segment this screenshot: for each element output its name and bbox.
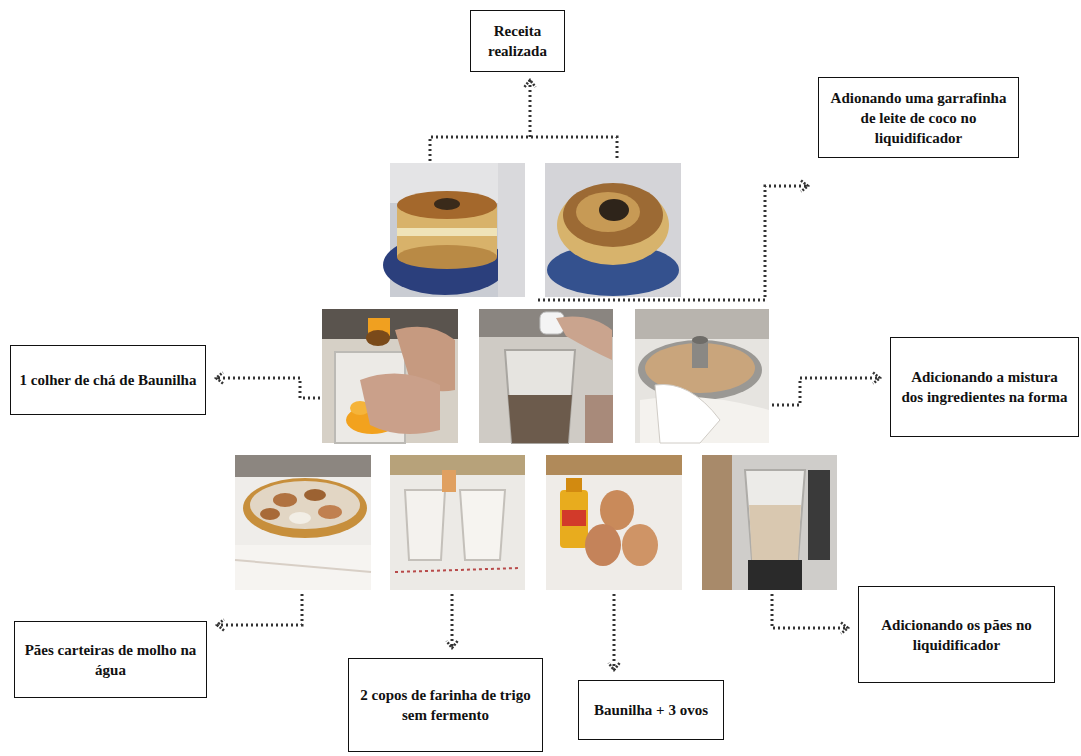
leader-arrow bbox=[772, 594, 848, 628]
flour-photo-shape bbox=[442, 470, 456, 492]
flour-photo-shape bbox=[390, 455, 525, 590]
box-label: Adionando uma garrafinha de leite de coc… bbox=[827, 88, 1010, 148]
eggs-photo-shape bbox=[562, 510, 586, 526]
bread-photo-shape bbox=[243, 478, 367, 538]
cake-photo-shape bbox=[434, 198, 460, 210]
eggs-photo-shape bbox=[566, 478, 582, 492]
flour-photo-shape bbox=[395, 568, 520, 572]
eggs-photo-shape bbox=[600, 490, 634, 530]
flour-photo-shape bbox=[405, 490, 445, 560]
blender-photo-shape bbox=[749, 505, 801, 560]
leader-arrow bbox=[529, 80, 532, 137]
leader-arrow bbox=[217, 594, 302, 625]
leader-arrow bbox=[772, 378, 880, 405]
cake-photo-shape bbox=[397, 228, 497, 236]
pan-photo-shape bbox=[692, 336, 708, 344]
eggs-photo-shape bbox=[546, 455, 682, 475]
box-label: Pães carteiras de molho na água bbox=[23, 640, 198, 680]
bread-photo-shape bbox=[304, 489, 326, 501]
box-label: 2 copos de farinha de trigo sem fermento bbox=[357, 685, 534, 725]
vanilla-photo-shape bbox=[322, 309, 458, 443]
cake-photo bbox=[383, 163, 525, 297]
eggs-photo-shape bbox=[622, 524, 658, 566]
bread-photo-shape bbox=[318, 505, 342, 519]
eggs-photo-shape bbox=[546, 455, 682, 590]
cake-photo-shape bbox=[563, 183, 663, 247]
blender-photo-shape bbox=[505, 350, 575, 443]
blender-photo-shape bbox=[745, 470, 805, 560]
cake-photo-shape bbox=[545, 163, 681, 297]
cake-photo-shape bbox=[397, 245, 497, 269]
cake-photo-shape bbox=[599, 199, 629, 221]
pan-photo-shape bbox=[635, 309, 769, 339]
box-label: Adicionando os pães no liquidificador bbox=[867, 615, 1046, 655]
cake-photo-shape bbox=[498, 163, 525, 297]
bread-photo-shape bbox=[273, 493, 297, 507]
vanilla-photo-shape bbox=[360, 374, 440, 434]
leader-arrow bbox=[538, 186, 808, 300]
bread-photo-shape bbox=[260, 508, 280, 520]
bread-photo-shape bbox=[250, 481, 360, 529]
pan-photo-shape bbox=[635, 309, 769, 443]
leader-arrow bbox=[613, 594, 616, 670]
box-label: Receita realizada bbox=[479, 21, 556, 61]
label-box: Receita realizada bbox=[470, 10, 565, 72]
blender-photo-shape bbox=[702, 455, 837, 590]
vanilla-photo-shape bbox=[366, 330, 390, 346]
pan-photo-shape bbox=[692, 340, 708, 368]
label-box: 2 copos de farinha de trigo sem fermento bbox=[348, 658, 543, 752]
bread-photo-shape bbox=[235, 560, 371, 572]
vanilla-photo bbox=[322, 309, 458, 443]
blender-photo-shape bbox=[585, 395, 613, 443]
label-box: Pães carteiras de molho na água bbox=[14, 621, 207, 698]
cake-photo bbox=[545, 163, 681, 297]
bread-photo-shape bbox=[289, 512, 311, 524]
bread-photo bbox=[235, 455, 371, 590]
cake-photo-shape bbox=[576, 192, 640, 232]
box-label: 1 colher de chá de Baunilha bbox=[20, 370, 197, 390]
leader-arrow bbox=[451, 594, 454, 648]
label-box: Adicionando os pães no liquidificador bbox=[858, 586, 1055, 683]
pan-photo-shape bbox=[655, 384, 720, 443]
leader-arrow bbox=[216, 80, 880, 670]
blender-photo-shape bbox=[556, 317, 612, 361]
leader-line bbox=[430, 137, 617, 161]
pan-photo bbox=[635, 309, 769, 443]
eggs-photo-shape bbox=[585, 524, 621, 566]
cake-photo-shape bbox=[397, 191, 497, 219]
blender-photo-shape bbox=[808, 470, 830, 560]
blender-photo-shape bbox=[748, 560, 802, 590]
label-box: Adicionando a mistura dos ingredientes n… bbox=[890, 337, 1079, 437]
bread-photo-shape bbox=[235, 455, 371, 590]
eggs-photo-shape bbox=[560, 490, 588, 548]
box-label: Baunilha + 3 ovos bbox=[594, 700, 708, 720]
eggs-photo bbox=[546, 455, 682, 590]
bread-photo-shape bbox=[235, 545, 371, 590]
leader-arrow bbox=[216, 378, 320, 398]
flour-photo-shape bbox=[390, 455, 525, 475]
box-label: Adicionando a mistura dos ingredientes n… bbox=[899, 367, 1070, 407]
label-box: Adionando uma garrafinha de leite de coc… bbox=[818, 77, 1019, 158]
bread-photo-shape bbox=[235, 455, 371, 477]
blender-photo-shape bbox=[479, 309, 613, 443]
blender-photo-shape bbox=[702, 455, 732, 590]
blender-photo bbox=[702, 455, 837, 590]
flour-photo bbox=[390, 455, 525, 590]
blender-photo-shape bbox=[508, 395, 572, 443]
flour-photo-shape bbox=[460, 490, 505, 560]
label-box: Baunilha + 3 ovos bbox=[578, 680, 724, 740]
label-box: 1 colher de chá de Baunilha bbox=[10, 345, 206, 415]
blender-photo bbox=[479, 309, 613, 443]
